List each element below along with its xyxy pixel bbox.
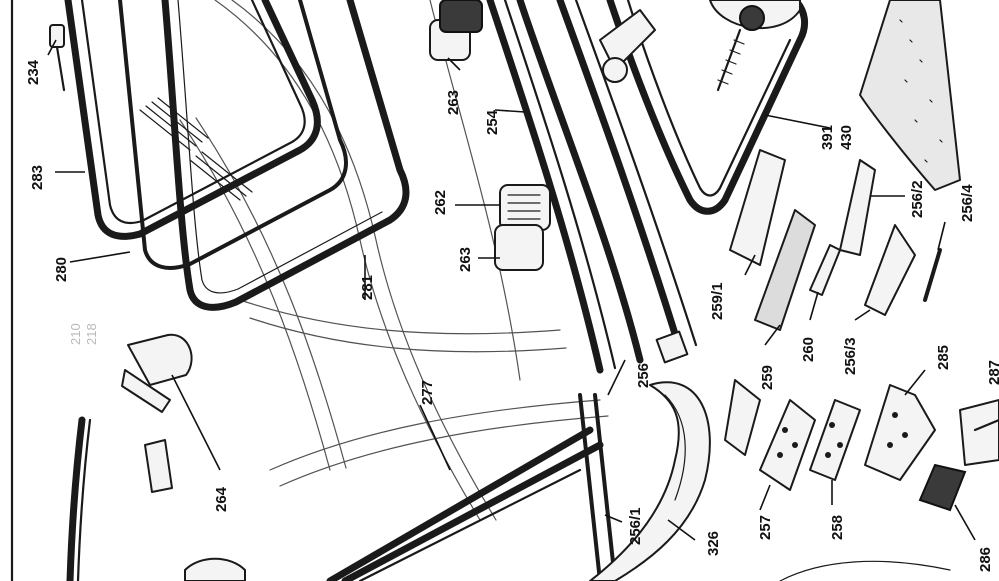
- callout-259-1: 259/1: [709, 282, 726, 320]
- callout-258: 258: [829, 515, 846, 540]
- callout-281: 281: [359, 275, 376, 300]
- callout-234: 234: [25, 59, 42, 85]
- callout-286: 286: [977, 547, 994, 572]
- hinge-clip-264-b: [144, 439, 173, 493]
- callout-256-4: 256/4: [959, 184, 976, 222]
- window-frame-280: [118, 0, 348, 270]
- buffer-263-top: [429, 0, 483, 61]
- callout-257: 257: [757, 515, 774, 540]
- callout-256-2: 256/2: [909, 180, 926, 218]
- glass-hatching: [139, 97, 253, 201]
- callout-259: 259: [759, 365, 776, 390]
- bracket-258: [809, 399, 861, 481]
- hinge-clip-264-a: [121, 333, 193, 413]
- callout-256-1: 256/1: [627, 507, 644, 545]
- faint-mark: 218: [84, 323, 99, 345]
- callout-430: 430: [838, 125, 855, 150]
- seal-326: [589, 381, 711, 581]
- channel-256: [556, 0, 698, 364]
- part-256-3: [864, 224, 916, 316]
- callout-254: 254: [484, 109, 501, 135]
- block-286: [918, 463, 967, 512]
- callout-260: 260: [800, 337, 817, 362]
- vent-frame-391: [599, 0, 809, 215]
- part-256-4: [923, 248, 942, 302]
- rubber-strip: [66, 416, 92, 581]
- window-seal-281: [161, 0, 410, 311]
- faint-mark: 210: [68, 323, 83, 345]
- buffer-262: [499, 184, 551, 231]
- channel-254: [486, 0, 644, 374]
- callout-277: 277: [419, 380, 436, 405]
- hinge-clip-264-c: [184, 557, 246, 581]
- callout-263-bottom: 263: [457, 247, 474, 272]
- callout-256-3: 256/3: [842, 337, 859, 375]
- housing-287: [959, 399, 999, 466]
- bracket-257: [724, 379, 816, 491]
- callout-256: 256: [635, 363, 652, 388]
- callout-283: 283: [29, 165, 46, 190]
- clip-234: [49, 24, 66, 92]
- part-260: [809, 244, 841, 296]
- callout-280: 280: [53, 257, 70, 282]
- quarter-light-frame-277: [326, 393, 617, 581]
- leader-lines: [47, 39, 976, 541]
- callout-263-top: 263: [445, 90, 462, 115]
- bottom-arc: [779, 560, 951, 581]
- callout-labels: 234 283 280 281 263 254 262 263 391 430 …: [25, 59, 999, 572]
- buffer-263-bottom: [494, 224, 544, 271]
- pivot-430: [709, 0, 801, 92]
- part-259: [754, 209, 816, 331]
- bracket-285: [864, 384, 936, 481]
- faint-background-marks: 210 218: [68, 323, 99, 345]
- callout-287: 287: [986, 360, 999, 385]
- callout-391: 391: [819, 125, 836, 150]
- part-259-1: [729, 149, 786, 266]
- part-256-2: [839, 159, 876, 256]
- callout-285: 285: [935, 345, 952, 370]
- callout-262: 262: [432, 190, 449, 215]
- callout-264: 264: [213, 486, 230, 512]
- callout-326: 326: [705, 531, 722, 556]
- stippled-panel: [859, 0, 961, 191]
